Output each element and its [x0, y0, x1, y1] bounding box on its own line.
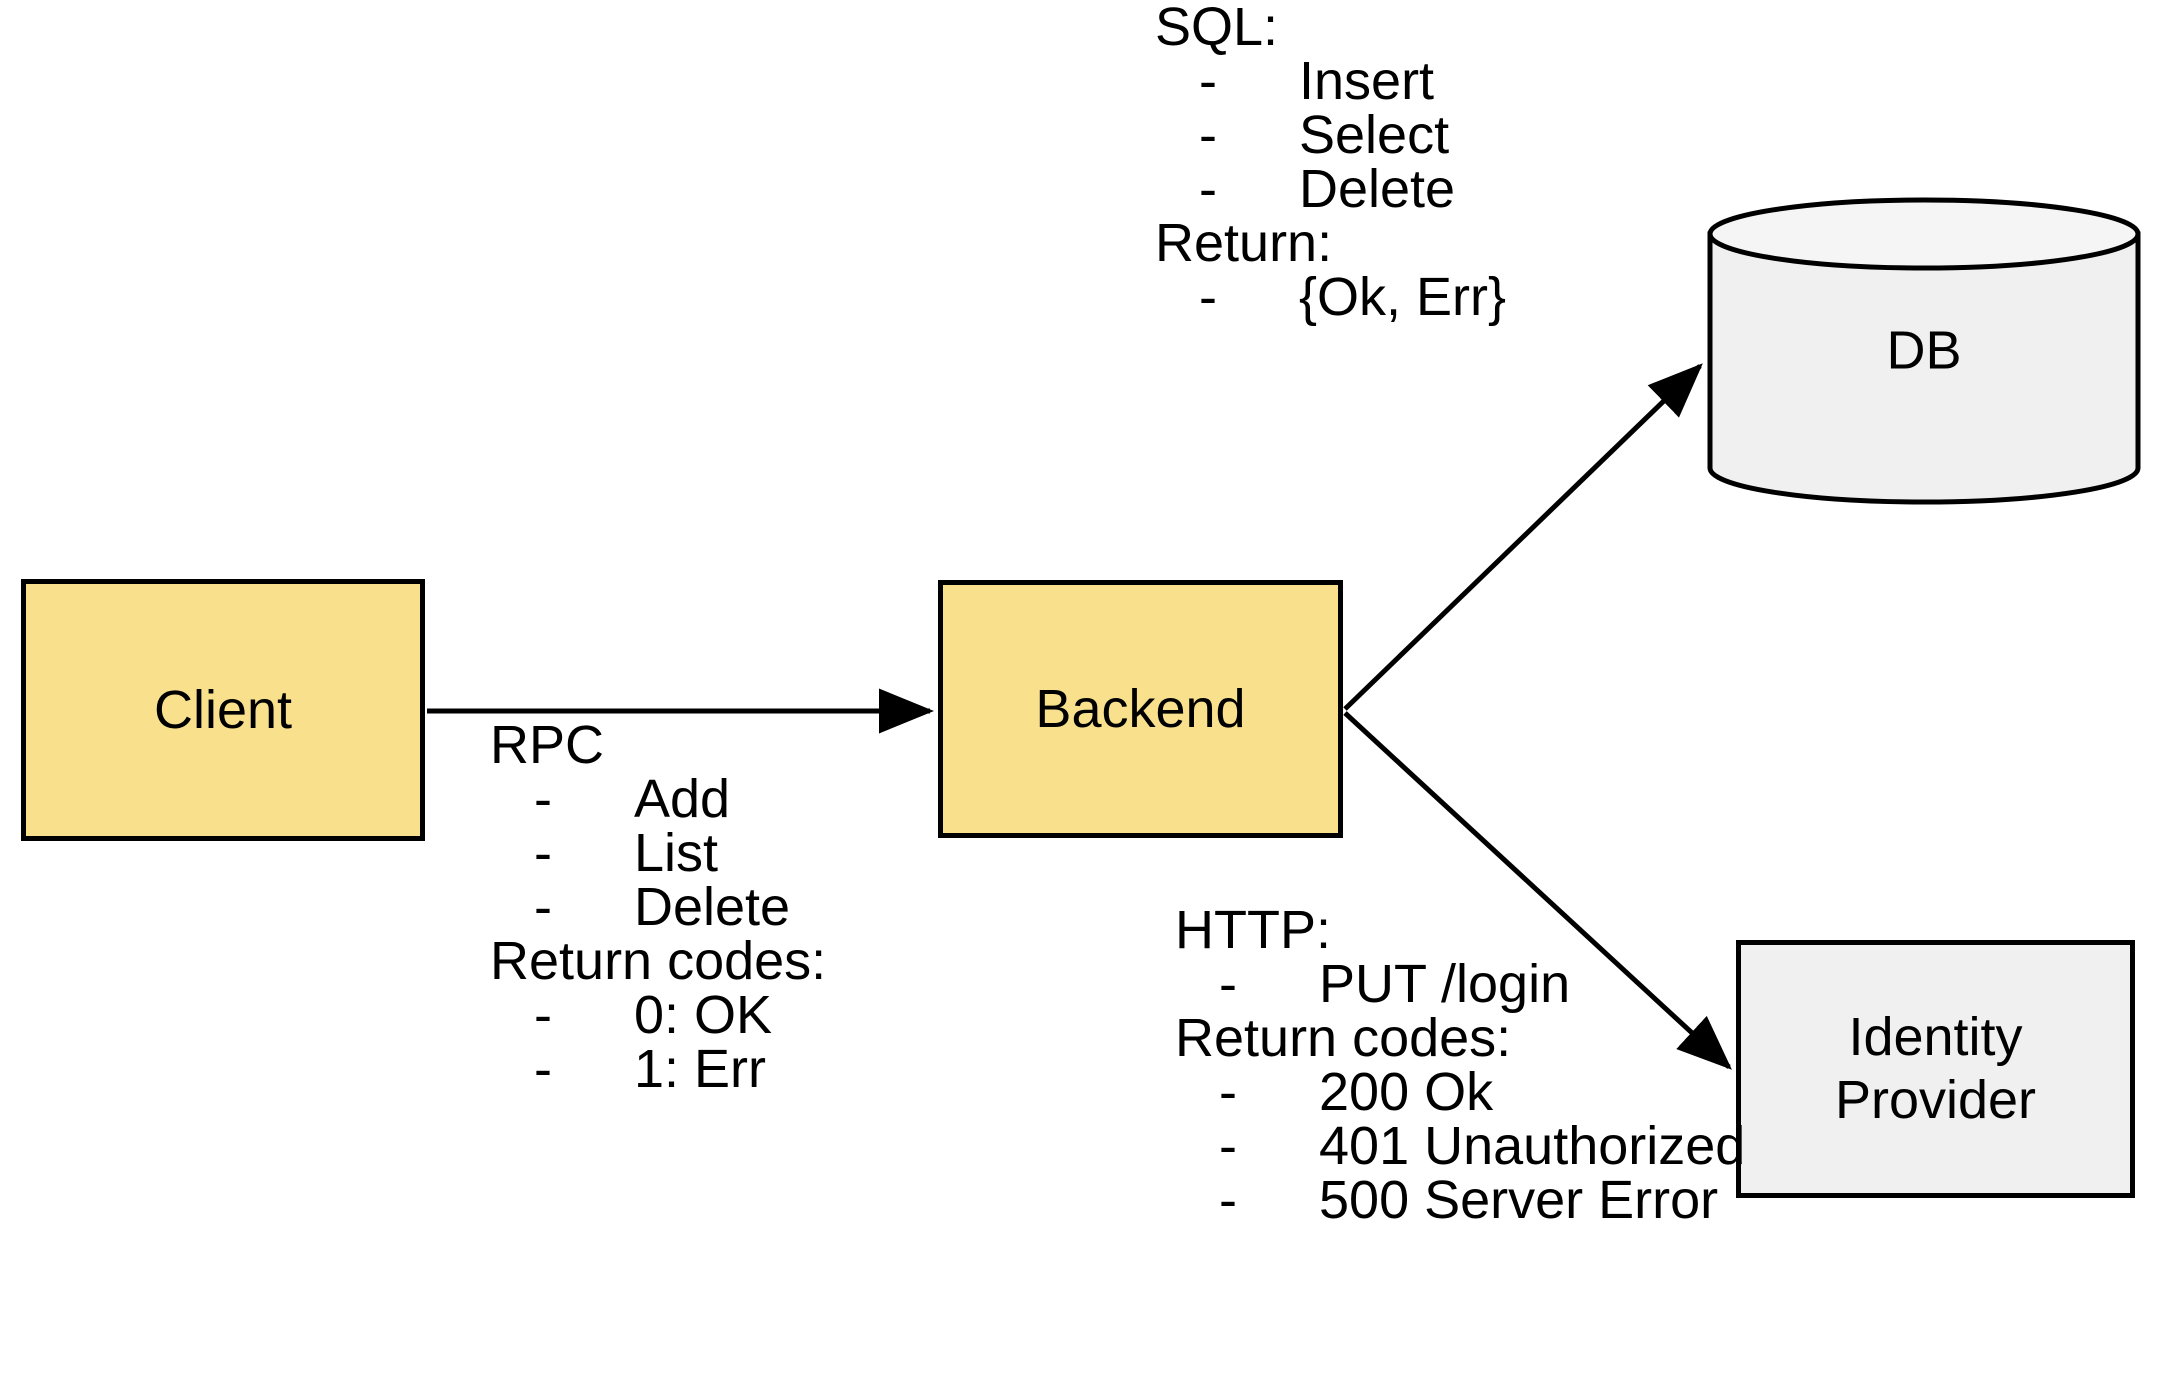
bullet-dash: - [534, 1039, 552, 1099]
annotation-http-subitem: - 200 Ok [1175, 1065, 1745, 1119]
annotation-sql-item: - Select [1155, 108, 1506, 162]
annotation-http-subitem-label: 401 Unauthorized [1319, 1116, 1746, 1176]
bullet-dash: - [534, 769, 552, 829]
bullet-dash: - [1219, 1116, 1237, 1176]
annotation-rpc-subheading: Return codes: [490, 931, 827, 991]
annotation-rpc: RPC - Add - List - Delete Return codes: - 0:… [490, 718, 826, 1096]
annotation-sql-item: - Insert [1155, 54, 1506, 108]
annotation-rpc-subitem-label: 1: Err [634, 1039, 767, 1099]
node-db-label: DB [1886, 320, 1962, 381]
bullet-dash: - [1199, 105, 1217, 165]
bullet-dash: - [1219, 1062, 1237, 1122]
annotation-http-subitem: - 500 Server Error [1175, 1173, 1745, 1227]
annotation-http: HTTP: -PUT /login Return codes: -200 Ok … [1175, 903, 1745, 1227]
annotation-sql-subitem-label: {Ok, Err} [1299, 267, 1507, 327]
node-db[interactable]: DB [1706, 196, 2142, 506]
annotation-rpc-item-label: Delete [634, 877, 791, 937]
annotation-rpc-item-label: Add [634, 769, 731, 829]
bullet-dash: - [534, 823, 552, 883]
annotation-sql-item-label: Insert [1299, 51, 1435, 111]
annotation-sql-subitem: - {Ok, Err} [1155, 270, 1506, 324]
annotation-sql: SQL: - Insert - Select - Delete Return: - {O… [1155, 0, 1506, 324]
annotation-http-subheading: Return codes: [1175, 1008, 1512, 1068]
annotation-http-subitem-label: 500 Server Error [1319, 1170, 1719, 1230]
annotation-http-subitem: - 401 Unauthorized [1175, 1119, 1745, 1173]
node-client[interactable]: Client [21, 579, 425, 841]
annotation-rpc-item: - List [490, 826, 826, 880]
annotation-http-item: - PUT /login [1175, 957, 1745, 1011]
annotation-sql-subheading: Return: [1155, 213, 1333, 273]
bullet-dash: - [534, 877, 552, 937]
annotation-rpc-subitem: - 1: Err [490, 1042, 826, 1096]
database-cylinder-icon [1707, 197, 2141, 505]
node-identity-provider[interactable]: Identity Provider [1736, 940, 2135, 1198]
bullet-dash: - [1219, 954, 1237, 1014]
annotation-rpc-subitem: - 0: OK [490, 988, 826, 1042]
bullet-dash: - [1199, 267, 1217, 327]
annotation-rpc-heading: RPC [490, 715, 605, 775]
annotation-sql-heading: SQL: [1155, 0, 1279, 57]
node-backend-label: Backend [1035, 678, 1246, 739]
annotation-http-subitem-label: 200 Ok [1319, 1062, 1494, 1122]
node-identity-provider-label: Identity Provider [1835, 1006, 2036, 1131]
bullet-dash: - [1219, 1170, 1237, 1230]
node-identity-provider-label-line1: Identity [1848, 1007, 2023, 1068]
annotation-rpc-item: - Add [490, 772, 826, 826]
annotation-http-item-label: PUT /login [1319, 954, 1571, 1014]
annotation-sql-item-label: Select [1299, 105, 1450, 165]
bullet-dash: - [1199, 51, 1217, 111]
annotation-rpc-subitem-label: 0: OK [634, 985, 773, 1045]
annotation-rpc-item: - Delete [490, 880, 826, 934]
node-backend[interactable]: Backend [938, 580, 1343, 838]
bullet-dash: - [534, 985, 552, 1045]
annotation-sql-item-label: Delete [1299, 159, 1456, 219]
annotation-http-heading: HTTP: [1175, 900, 1331, 960]
node-client-label: Client [153, 679, 293, 740]
edge-backend-to-db [1343, 363, 1703, 711]
node-identity-provider-label-line2: Provider [1834, 1070, 2037, 1130]
annotation-rpc-item-label: List [634, 823, 719, 883]
annotation-sql-item: - Delete [1155, 162, 1506, 216]
bullet-dash: - [1199, 159, 1217, 219]
